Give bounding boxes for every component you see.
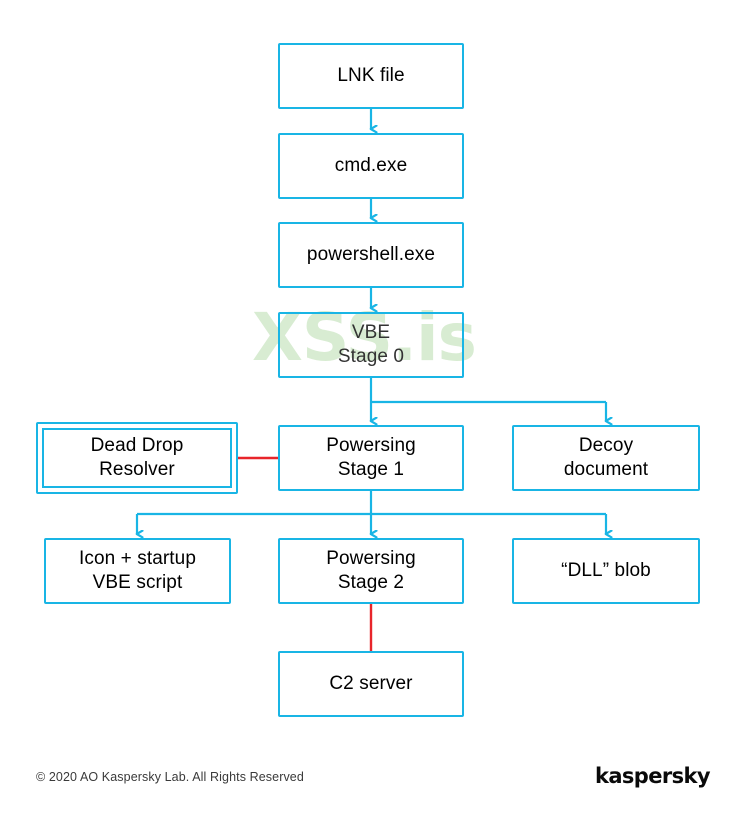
- node-label: “DLL” blob: [561, 559, 651, 581]
- node-powershell-exe[interactable]: powershell.exe: [278, 222, 464, 288]
- node-inner-border: Dead Drop Resolver: [42, 428, 232, 488]
- node-powersing-stage-2[interactable]: Powersing Stage 2: [278, 538, 464, 604]
- node-label: VBE Stage 0: [337, 321, 405, 367]
- node-label: cmd.exe: [334, 154, 408, 176]
- node-label: LNK file: [337, 64, 405, 86]
- node-label: Decoy document: [563, 434, 649, 480]
- node-decoy-document[interactable]: Decoy document: [512, 425, 700, 491]
- node-c2-server[interactable]: C2 server: [278, 651, 464, 717]
- node-label: Powersing Stage 1: [326, 434, 416, 480]
- node-cmd-exe[interactable]: cmd.exe: [278, 133, 464, 199]
- watermark-text: XSS.is: [252, 299, 477, 376]
- node-powersing-stage-1[interactable]: Powersing Stage 1: [278, 425, 464, 491]
- node-dead-drop-resolver[interactable]: Dead Drop Resolver: [36, 422, 238, 494]
- node-label: C2 server: [329, 672, 413, 694]
- node-label: powershell.exe: [306, 243, 436, 265]
- node-label: Dead Drop Resolver: [90, 434, 184, 480]
- node-label: Powersing Stage 2: [326, 547, 416, 593]
- kaspersky-logo: kaspersky: [594, 764, 711, 788]
- footer: © 2020 AO Kaspersky Lab. All Rights Rese…: [0, 764, 742, 810]
- copyright-text: © 2020 AO Kaspersky Lab. All Rights Rese…: [36, 770, 304, 784]
- node-icon-startup-vbe-script[interactable]: Icon + startup VBE script: [44, 538, 231, 604]
- node-label: Icon + startup VBE script: [78, 547, 197, 593]
- node-dll-blob[interactable]: “DLL” blob: [512, 538, 700, 604]
- node-lnk-file[interactable]: LNK file: [278, 43, 464, 109]
- node-vbe-stage-0[interactable]: VBE Stage 0: [278, 312, 464, 378]
